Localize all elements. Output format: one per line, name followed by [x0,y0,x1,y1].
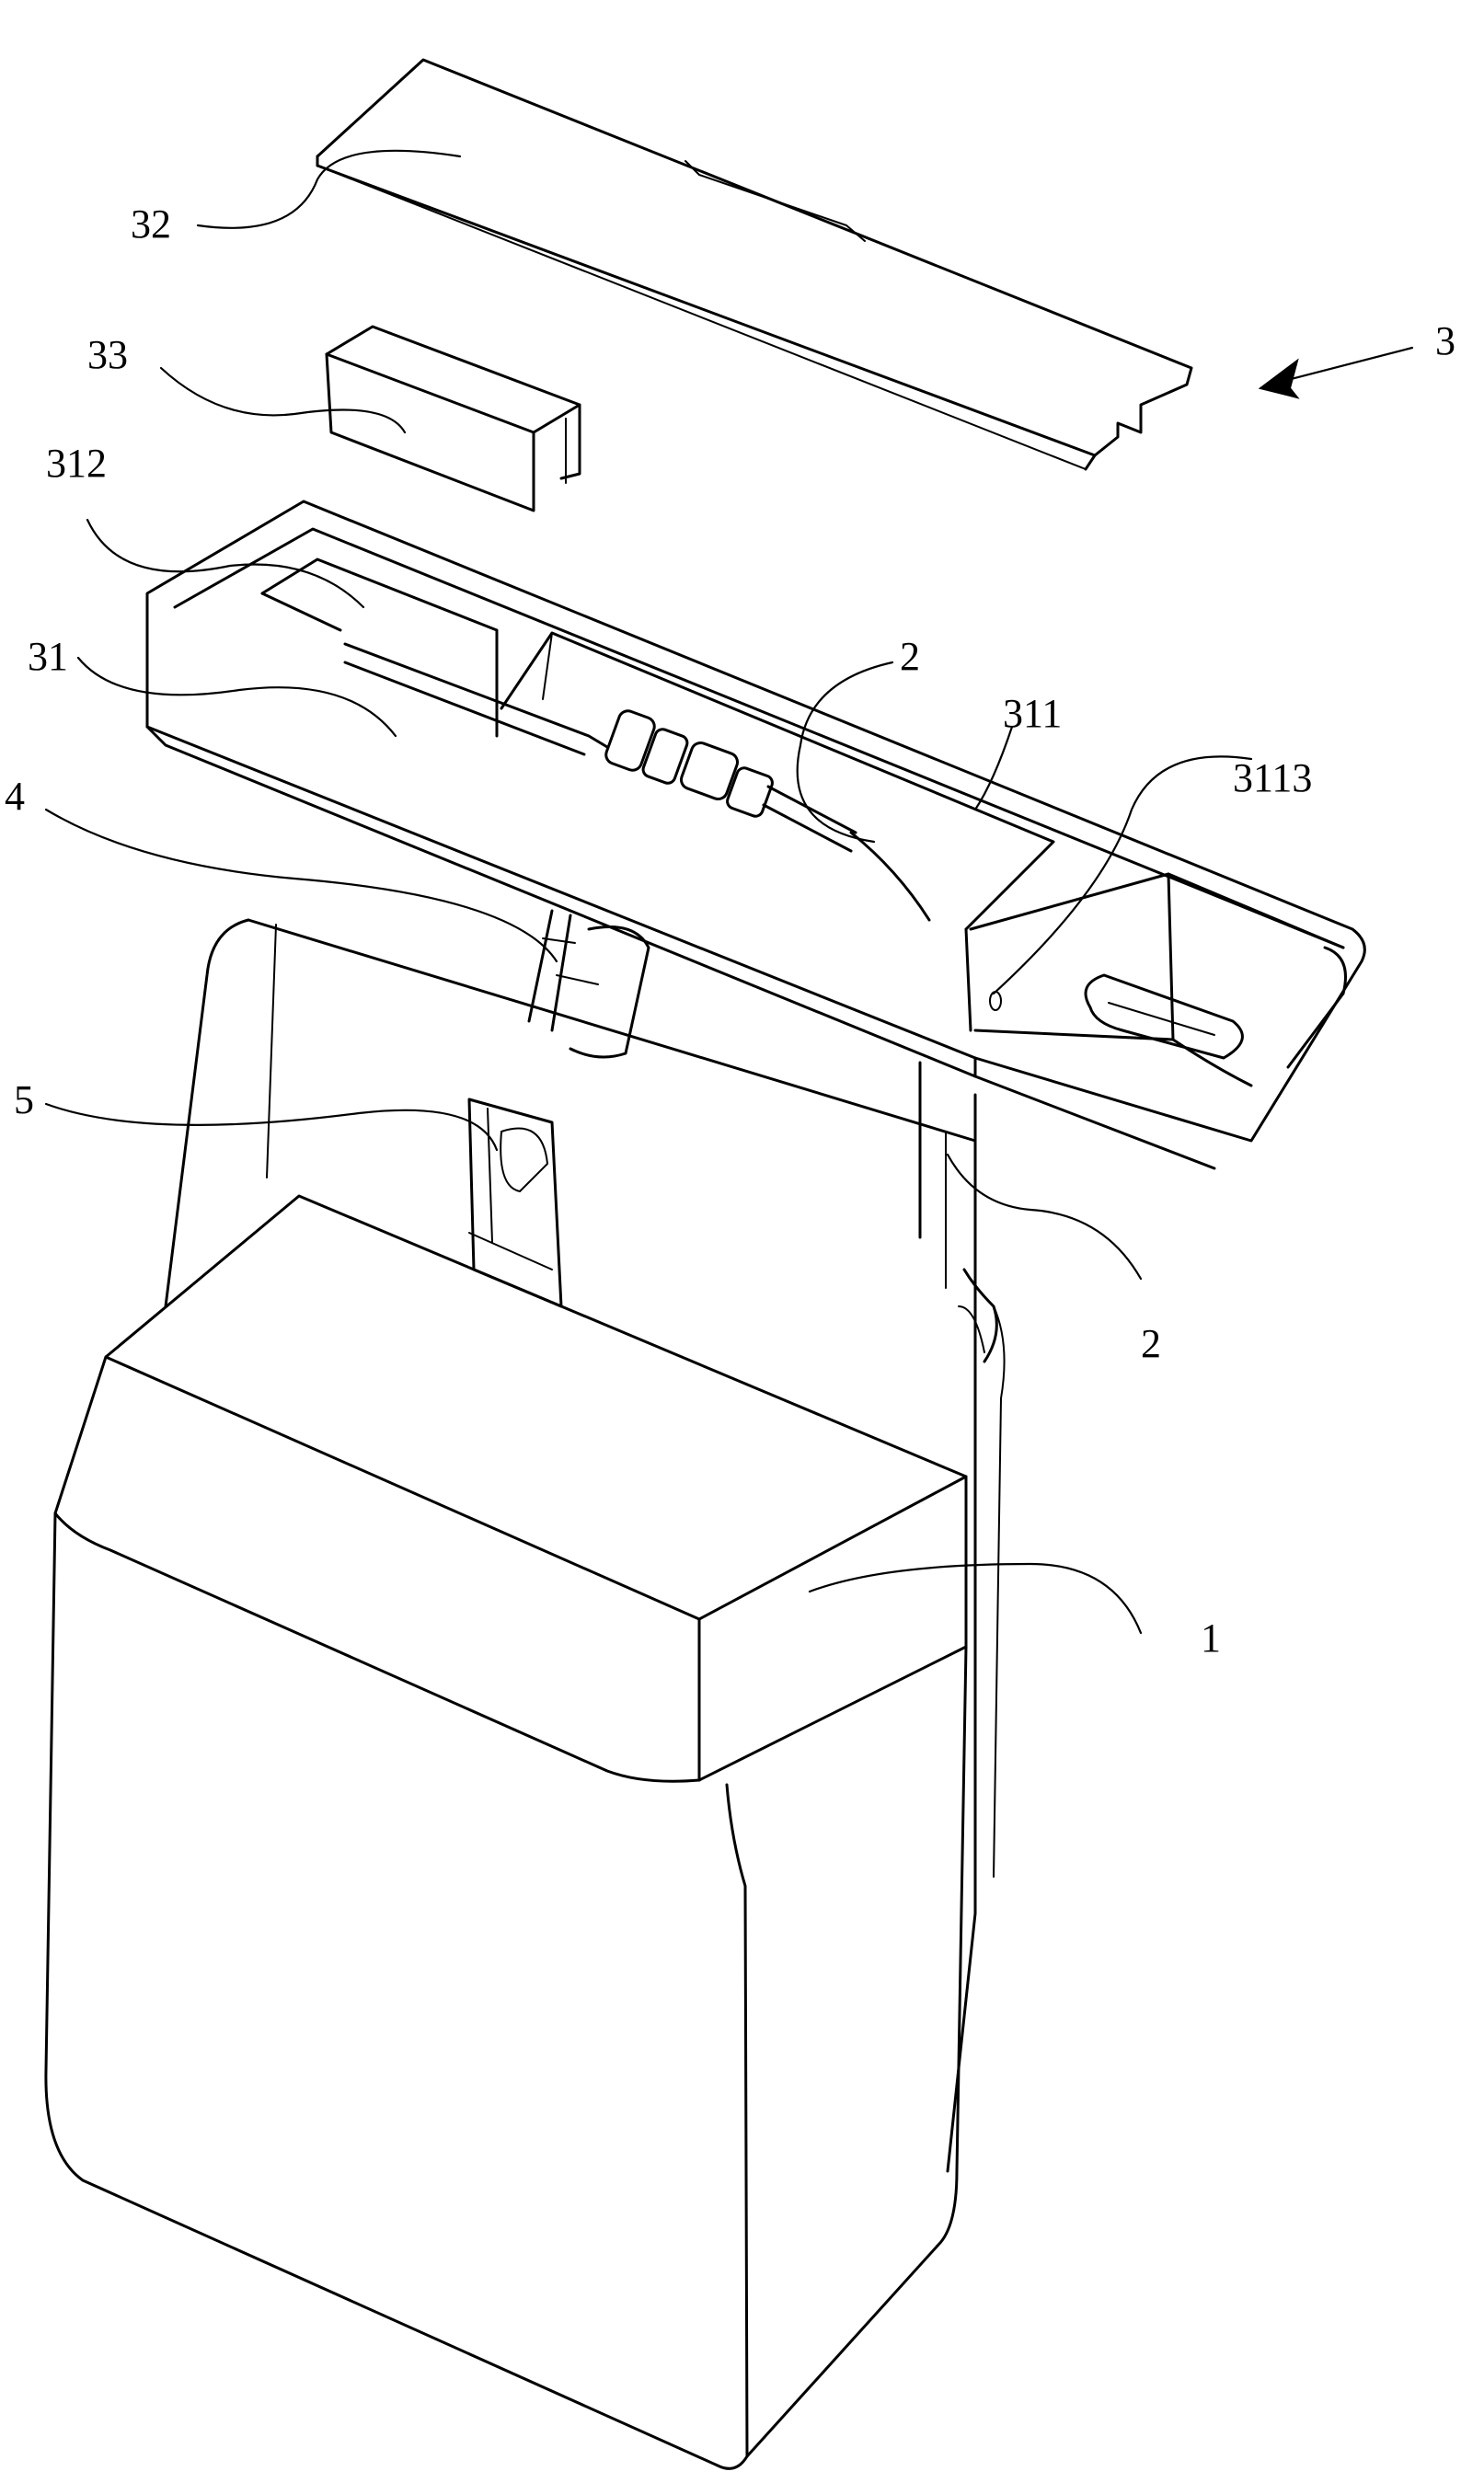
label-311: 311 [1003,691,1062,736]
label-4: 4 [5,774,25,819]
tube-connector-4 [527,909,650,1059]
label-32: 32 [131,201,171,247]
label-33: 33 [87,332,128,377]
pipe-fitting [343,642,931,922]
label-2-top: 2 [900,634,920,679]
leader-lines [44,149,1253,1635]
label-2-bottom: 2 [1141,1321,1161,1366]
cover-plate-32 [316,58,1193,471]
assembly-arrow [1258,346,1414,399]
reference-labels: 32 33 3 312 31 2 311 3113 4 5 2 1 [5,201,1455,1661]
container-body [44,918,1006,2470]
opening-5 [467,1098,563,1308]
label-3: 3 [1435,318,1455,363]
label-5: 5 [14,1077,34,1122]
label-3113: 3113 [1233,755,1312,800]
bracket-33 [325,325,581,512]
label-1: 1 [1201,1615,1221,1661]
label-31: 31 [28,634,68,679]
tray-31 [145,500,1366,1170]
support-post [918,1061,977,1267]
label-312: 312 [46,441,107,486]
